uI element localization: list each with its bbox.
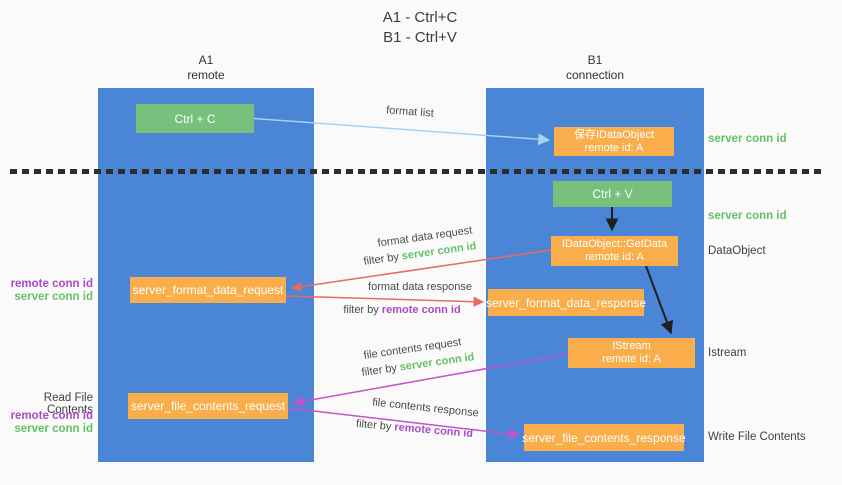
side-label-server-conn-id-top: server conn id bbox=[708, 133, 787, 145]
node-server-file-contents-response: server_file_contents_response bbox=[522, 424, 686, 451]
side-label-server-conn-id-left-bottom: server conn id bbox=[14, 423, 93, 435]
side-label-remote-conn-id-top: remote conn id bbox=[10, 278, 93, 290]
node-format-request-label: server_format_data_request bbox=[132, 283, 284, 297]
node-getdata-line2: remote id: A bbox=[585, 251, 644, 263]
node-save-idataobject-line1: 保存IDataObject bbox=[573, 128, 655, 141]
node-file-request-label: server_file_contents_request bbox=[130, 399, 286, 413]
node-server-format-data-response: server_format_data_response bbox=[485, 289, 647, 316]
node-getdata-line1: IDataObject::GetData bbox=[561, 238, 668, 250]
side-label-write-file-contents: Write File Contents bbox=[708, 431, 806, 443]
column-header-a1: A1 remote bbox=[98, 53, 314, 83]
session-divider-line bbox=[10, 169, 823, 174]
arrow-format-data-request bbox=[290, 249, 552, 292]
column-a1-role: remote bbox=[187, 68, 225, 82]
remote-conn-id-text: remote conn id bbox=[381, 304, 461, 316]
edge-label-format-data-response: format data response bbox=[368, 281, 472, 293]
column-b1-name: B1 bbox=[587, 53, 603, 67]
side-label-dataobject: DataObject bbox=[708, 245, 766, 257]
arrow-file-contents-request bbox=[292, 353, 569, 407]
side-label-read-file-contents: Read File Contents bbox=[43, 392, 93, 416]
edge-label-format-data-response-filter: filter by remote conn id bbox=[312, 304, 492, 316]
node-save-idataobject: 保存IDataObject remote id: A bbox=[554, 127, 674, 156]
side-label-server-conn-id-left-top: server conn id bbox=[14, 291, 93, 303]
diagram-title: A1 - Ctrl+C B1 - Ctrl+V bbox=[250, 8, 590, 48]
side-label-server-conn-id-mid: server conn id bbox=[708, 210, 787, 222]
node-ctrl-c-label: Ctrl + C bbox=[174, 111, 216, 126]
node-file-response-label: server_file_contents_response bbox=[522, 430, 686, 445]
node-save-idataobject-line2: remote id: A bbox=[584, 141, 644, 154]
node-ctrl-v-label: Ctrl + V bbox=[592, 187, 633, 201]
node-istream-line1: IStream bbox=[612, 340, 651, 352]
column-a1-name: A1 bbox=[198, 53, 214, 67]
side-label-istream: Istream bbox=[708, 347, 747, 359]
column-header-b1: B1 connection bbox=[486, 53, 704, 83]
arrow-file-contents-response bbox=[287, 407, 521, 440]
side-label-remote-conn-id-bottom: remote conn id bbox=[10, 410, 93, 422]
node-ctrl-v: Ctrl + V bbox=[553, 181, 672, 207]
arrow-format-data-response bbox=[285, 295, 485, 307]
title-line-2: B1 - Ctrl+V bbox=[383, 29, 457, 46]
filter-by-prefix: filter by bbox=[343, 304, 382, 316]
column-b1-role: connection bbox=[565, 68, 625, 82]
arrow-getdata-to-istream bbox=[645, 265, 673, 335]
node-format-response-label: server_format_data_response bbox=[485, 295, 647, 310]
node-server-file-contents-request: server_file_contents_request bbox=[128, 393, 288, 419]
node-ctrl-c: Ctrl + C bbox=[136, 104, 254, 133]
node-server-format-data-request: server_format_data_request bbox=[130, 277, 286, 303]
arrow-format-list bbox=[253, 117, 551, 146]
node-istream: IStream remote id: A bbox=[568, 338, 695, 368]
node-istream-line2: remote id: A bbox=[602, 353, 661, 365]
node-idataobject-getdata: IDataObject::GetData remote id: A bbox=[551, 236, 678, 266]
title-line-1: A1 - Ctrl+C bbox=[382, 9, 458, 26]
